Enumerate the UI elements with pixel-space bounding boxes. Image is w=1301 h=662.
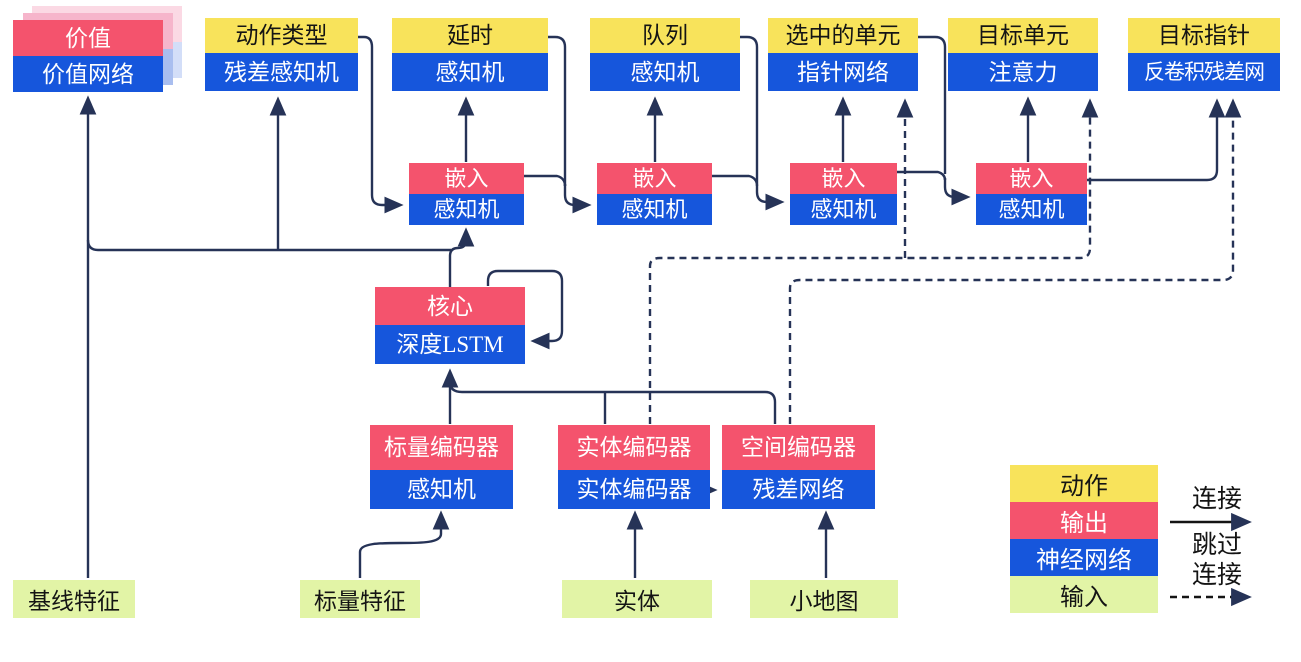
edge-selectedunits-feedback: [918, 35, 947, 174]
node-target-unit-head-label: 目标单元: [948, 18, 1098, 53]
edge-delay-feedback: [548, 35, 567, 186]
node-spatial-encoder-head-label: 空间编码器: [722, 425, 875, 470]
node-embed-3: 嵌入 感知机: [790, 163, 897, 225]
edge-skip-spatial-to-targetpointer: [788, 98, 1242, 424]
node-value-head-label: 价值: [13, 20, 163, 56]
legend-dashed-label-line2: 连接: [1191, 562, 1242, 589]
edge-skip-entity-bus: [648, 98, 1099, 424]
node-entities: 实体: [562, 580, 712, 618]
node-target-pointer-head-label: 目标指针: [1128, 18, 1280, 53]
edge-embed1-out: [524, 174, 567, 187]
node-embed-1-head-label: 嵌入: [409, 163, 524, 194]
node-value-body-label: 价值网络: [13, 56, 163, 92]
node-queue-body-label: 感知机: [590, 53, 740, 91]
node-embed-1-body-label: 感知机: [409, 194, 524, 225]
node-embed-3-body-label: 感知机: [790, 194, 897, 225]
legend-item-input: 输入: [1010, 576, 1158, 613]
edge-scalarfeat-to-scalarenc: [358, 510, 450, 578]
edge-merge-to-embed2: [563, 184, 592, 214]
legend-item-network: 神经网络: [1010, 539, 1158, 576]
node-embed-3-head-label: 嵌入: [790, 163, 897, 194]
node-embed-2: 嵌入 感知机: [597, 163, 712, 225]
node-target-pointer-body-label: 反卷积残差网: [1128, 53, 1280, 91]
node-delay: 延时 感知机: [392, 18, 548, 91]
legend-dashed-label-line1: 跳过: [1191, 532, 1242, 559]
node-embed-4-body-label: 感知机: [976, 194, 1087, 225]
legend-item-action: 动作: [1010, 465, 1158, 502]
node-selected-units: 选中的单元 指针网络: [768, 18, 918, 91]
legend-item-output: 输出: [1010, 502, 1158, 539]
node-scalar-encoder-head-label: 标量编码器: [370, 425, 513, 470]
edge-spatialenc-to-core: [448, 381, 777, 424]
node-spatial-encoder-body-label: 残差网络: [722, 470, 875, 509]
node-delay-head-label: 延时: [392, 18, 548, 53]
node-embed-2-head-label: 嵌入: [597, 163, 712, 194]
node-entity-encoder: 实体编码器 实体编码器: [558, 425, 710, 509]
node-baseline-features: 基线特征: [13, 580, 135, 618]
node-action-type-body-label: 残差感知机: [205, 53, 358, 91]
node-queue-head-label: 队列: [590, 18, 740, 53]
node-embed-4: 嵌入 感知机: [976, 163, 1087, 225]
edge-actiontype-to-embed1: [358, 35, 404, 214]
node-core-body-label: 深度LSTM: [375, 325, 525, 364]
node-embed-2-body-label: 感知机: [597, 194, 712, 225]
node-selected-units-body-label: 指针网络: [768, 53, 918, 91]
edge-merge-to-embed3: [755, 184, 785, 211]
node-core-head-label: 核心: [375, 287, 525, 325]
node-entity-encoder-body-label: 实体编码器: [558, 470, 710, 509]
edge-embed4-to-targetpointer: [1087, 98, 1226, 182]
node-embed-1: 嵌入 感知机: [409, 163, 524, 225]
node-target-pointer: 目标指针 反卷积残差网: [1128, 18, 1280, 91]
node-embed-4-head-label: 嵌入: [976, 163, 1087, 194]
node-value: 价值 价值网络: [13, 20, 163, 92]
node-minimap: 小地图: [750, 580, 898, 618]
node-scalar-encoder: 标量编码器 感知机: [370, 425, 513, 509]
node-delay-body-label: 感知机: [392, 53, 548, 91]
node-spatial-encoder: 空间编码器 残差网络: [722, 425, 875, 509]
edge-queue-feedback: [740, 35, 759, 184]
node-selected-units-head-label: 选中的单元: [768, 18, 918, 53]
node-target-unit-body-label: 注意力: [948, 53, 1098, 91]
node-scalar-features: 标量特征: [300, 580, 420, 618]
legend-solid-label: 连接: [1191, 486, 1242, 513]
node-queue: 队列 感知机: [590, 18, 740, 91]
node-entity-encoder-head-label: 实体编码器: [558, 425, 710, 470]
node-target-unit: 目标单元 注意力: [948, 18, 1098, 91]
node-action-type: 动作类型 残差感知机: [205, 18, 358, 91]
edge-core-to-embed1: [448, 227, 475, 287]
edge-merge-to-embed4: [943, 178, 971, 206]
edge-core-output-bus: [86, 239, 451, 252]
node-action-type-head-label: 动作类型: [205, 18, 358, 53]
node-core: 核心 深度LSTM: [375, 287, 525, 364]
edge-core-self-loop: [486, 269, 564, 350]
node-scalar-encoder-body-label: 感知机: [370, 470, 513, 509]
edge-embed2-out: [712, 174, 759, 187]
